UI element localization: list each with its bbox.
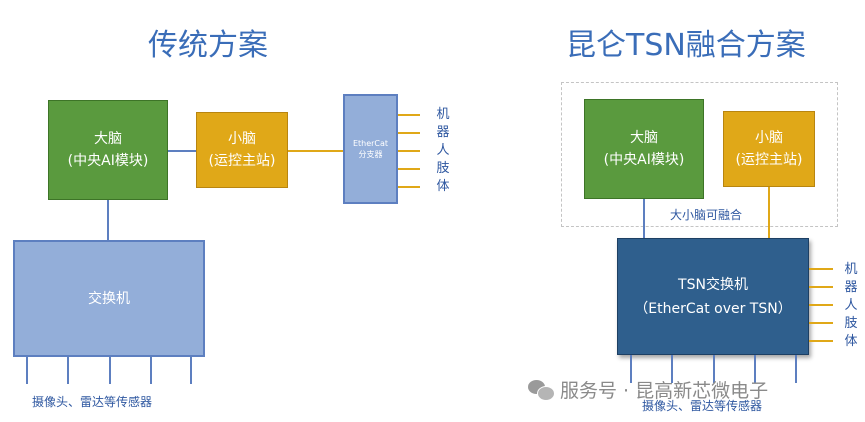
left-brain-label: 大脑 (94, 131, 122, 147)
right-switch-sublabel: （EtherCat over TSN） (634, 300, 792, 317)
watermark-text: 服务号 · 昆高新芯微电子 (560, 380, 769, 402)
right-brain-box: 大脑 (中央AI模块) (584, 99, 704, 199)
left-limb-tick (398, 168, 420, 170)
left-sensor-line (109, 357, 111, 384)
left-ethercat-sublabel: 分支器 (358, 150, 383, 159)
left-ethercat-splitter: EtherCat 分支器 (343, 94, 398, 204)
right-cerebellum-box: 小脑 (运控主站) (723, 111, 815, 187)
left-title: 传统方案 (148, 28, 268, 63)
right-limb-tick (809, 304, 833, 306)
right-limb-tick (809, 286, 833, 288)
right-sensor-line (795, 355, 797, 383)
left-sensor-line (26, 357, 28, 384)
right-switch-label: TSN交换机 (678, 276, 748, 293)
left-ethercat-label: EtherCat (352, 139, 389, 148)
right-title: 昆仑TSN融合方案 (566, 28, 806, 63)
right-brain-label: 大脑 (630, 130, 658, 146)
left-brain-box: 大脑 (中央AI模块) (48, 100, 168, 200)
right-sensor-line (630, 355, 632, 383)
right-cerebellum-label: 小脑 (755, 130, 783, 146)
right-limb-tick (809, 322, 833, 324)
left-limb-tick (398, 150, 420, 152)
left-cerebellum-label: 小脑 (228, 131, 256, 147)
left-limbs-label: 机器人肢体 (436, 107, 450, 194)
left-switch-label: 交换机 (88, 290, 130, 307)
wechat-icon (528, 379, 555, 401)
left-limb-tick (398, 186, 420, 188)
right-sensor-line (754, 355, 756, 383)
watermark: 服务号 · 昆高新芯微电子 (528, 376, 768, 403)
right-cerebellum-sublabel: (运控主站) (735, 152, 803, 168)
left-sensors-label: 摄像头、雷达等传感器 (32, 395, 153, 409)
left-sensor-line (150, 357, 152, 384)
right-limb-tick (809, 340, 833, 342)
left-sensor-line (67, 357, 69, 384)
left-brain-cerebellum-link (168, 150, 196, 152)
right-fusion-group (561, 82, 838, 227)
right-sensors-label: 摄像头、雷达等传感器 (642, 399, 763, 413)
right-cerebellum-switch-link (768, 187, 770, 238)
left-brain-sublabel: (中央AI模块) (67, 153, 149, 169)
right-merge-label: 大小脑可融合 (670, 208, 743, 222)
left-brain-switch-link (107, 200, 109, 240)
right-limb-tick (809, 268, 833, 270)
right-limbs-label: 机器人肢体 (844, 262, 858, 349)
right-sensor-line (713, 355, 715, 383)
left-limb-tick (398, 114, 420, 116)
right-brain-switch-link (643, 199, 645, 238)
left-cerebellum-sublabel: (运控主站) (208, 153, 276, 169)
left-cerebellum-ethercat-link (288, 150, 344, 152)
right-sensor-line (671, 355, 673, 383)
left-switch-box: 交换机 (13, 240, 205, 357)
left-cerebellum-box: 小脑 (运控主站) (196, 112, 288, 188)
left-limb-tick (398, 132, 420, 134)
left-sensor-line (190, 357, 192, 384)
right-brain-sublabel: (中央AI模块) (603, 152, 685, 168)
right-tsn-switch-box: TSN交换机 （EtherCat over TSN） (617, 238, 809, 355)
